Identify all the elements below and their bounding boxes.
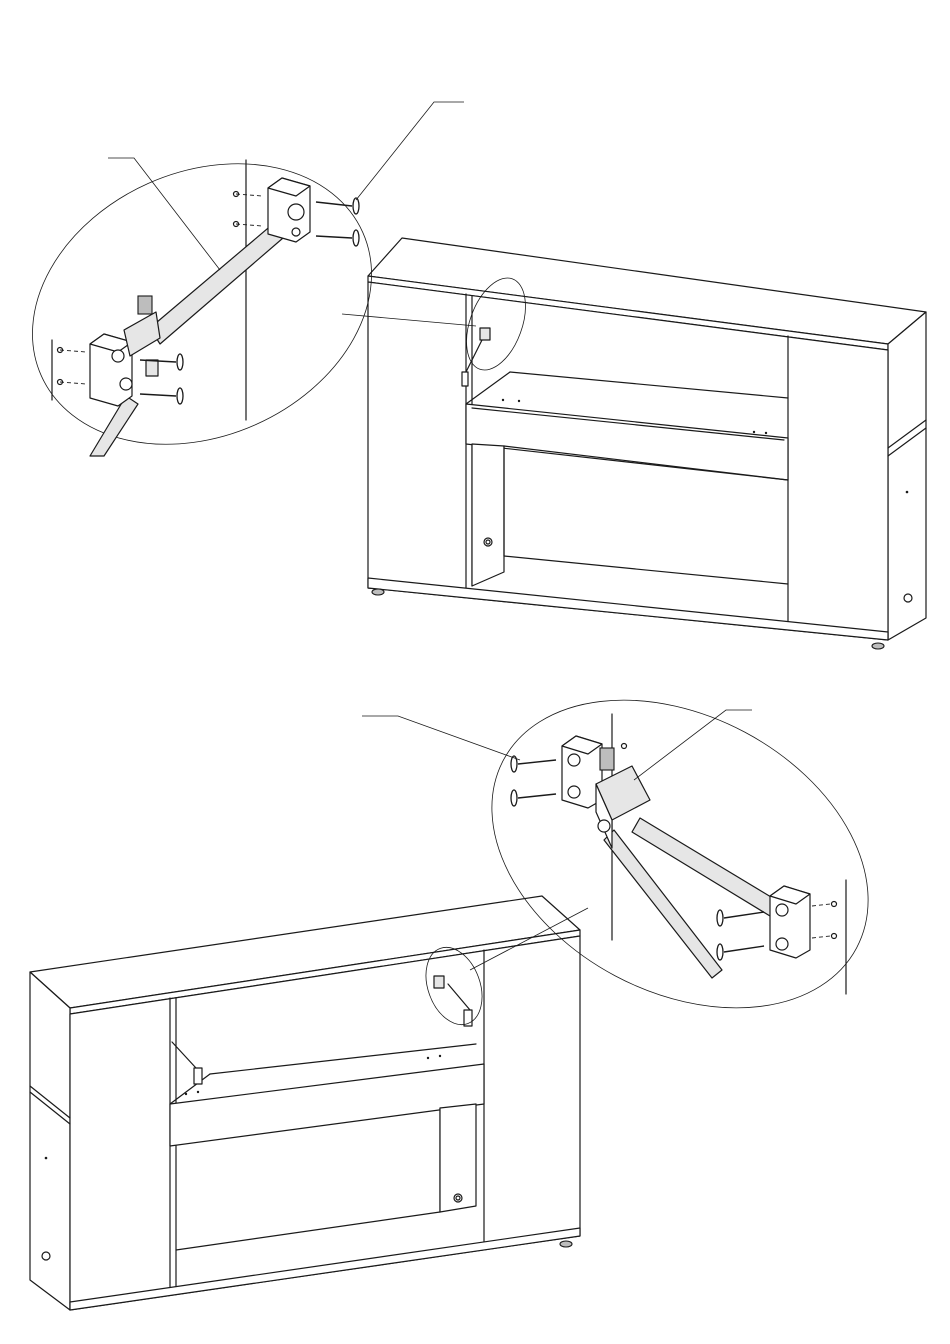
screw-icon xyxy=(717,944,764,960)
hanging-rail-icon xyxy=(90,218,290,456)
rail-bracket-icon xyxy=(90,296,160,406)
leader-line-icon xyxy=(108,158,220,270)
leader-line-icon xyxy=(634,710,752,780)
lower-step xyxy=(30,638,921,1310)
leader-line-icon xyxy=(356,102,464,200)
upper-cabinet xyxy=(368,238,926,649)
screw-icon xyxy=(511,790,556,806)
detail-callout-icon xyxy=(0,112,416,496)
screw-icon xyxy=(316,198,359,214)
rail-bracket-icon xyxy=(770,886,810,958)
hanging-rail-icon xyxy=(604,818,776,978)
screw-icon xyxy=(316,230,359,246)
rail-bracket-icon xyxy=(268,178,310,242)
screw-icon xyxy=(140,388,183,404)
upper-step xyxy=(0,102,926,649)
leader-line-icon xyxy=(362,716,520,760)
screw-icon xyxy=(717,910,764,926)
lower-cabinet xyxy=(30,896,580,1310)
screw-icon xyxy=(511,756,556,772)
